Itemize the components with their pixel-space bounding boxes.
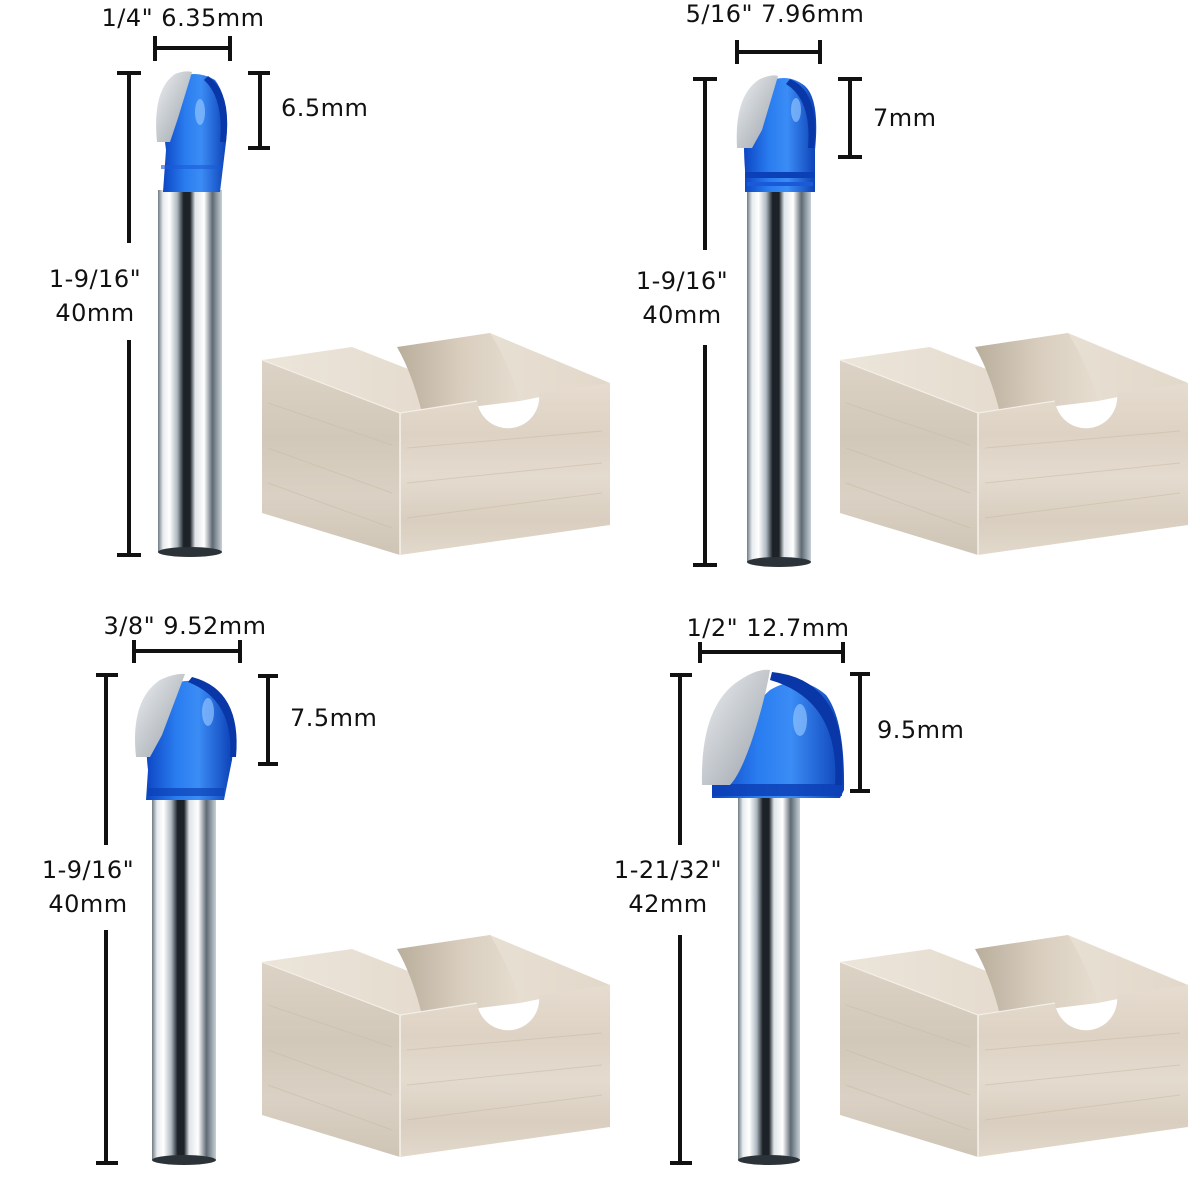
overall-length-inches: 1-9/16": [635, 267, 729, 295]
dimension-head-height-bar: [850, 672, 870, 793]
carbide-insert: [135, 673, 185, 757]
dimension-head-height-bar: [838, 77, 862, 159]
wood-sample-three-eighth-inch: [261, 934, 611, 1158]
dimension-width-bar: [698, 642, 845, 663]
cut-diameter-label: 5/16" 7.96mm: [685, 0, 865, 28]
dimension-width-bar: [735, 40, 822, 64]
overall-length-label: 1-9/16" 40mm: [49, 262, 141, 330]
bit-quarter-inch: [117, 36, 270, 557]
shank: [152, 798, 216, 1160]
overall-length-inches: 1-21/32": [613, 856, 723, 884]
carbide-insert: [736, 75, 778, 148]
cut-height-label: 9.5mm: [877, 716, 965, 744]
wood-sample-half-inch: [839, 934, 1189, 1158]
dimension-overall-length-bar: [670, 673, 692, 1165]
bit-three-eighth-inch: [96, 640, 278, 1165]
dimension-head-height-bar: [258, 674, 278, 766]
shank: [738, 795, 800, 1160]
overall-length-label: 1-9/16" 40mm: [636, 264, 728, 332]
overall-length-label: 1-9/16" 40mm: [42, 853, 134, 921]
dimension-head-height-bar: [248, 71, 270, 150]
shank: [158, 190, 222, 552]
cut-diameter-label: 1/2" 12.7mm: [686, 614, 850, 642]
bit-half-inch: [670, 642, 870, 1165]
dimension-overall-length-bar: [96, 673, 118, 1165]
overall-length-mm: 42mm: [628, 890, 708, 918]
carbide-insert: [701, 669, 770, 785]
shank: [747, 190, 811, 562]
cut-height-label: 7.5mm: [290, 704, 378, 732]
overall-length-mm: 40mm: [55, 299, 135, 327]
cut-height-label: 6.5mm: [281, 94, 369, 122]
overall-length-inches: 1-9/16": [41, 856, 135, 884]
dimension-width-bar: [132, 640, 242, 663]
cut-diameter-label: 1/4" 6.35mm: [101, 4, 265, 32]
dimension-overall-length-bar: [693, 77, 717, 567]
cutter-body: [712, 682, 845, 798]
wood-sample-quarter-inch: [261, 332, 611, 556]
cut-height-label: 7mm: [873, 104, 937, 132]
overall-length-mm: 40mm: [642, 301, 722, 329]
overall-length-label: 1-21/32" 42mm: [614, 853, 722, 921]
bit-five-sixteenth-inch: [693, 40, 862, 567]
dimension-width-bar: [153, 36, 232, 61]
overall-length-inches: 1-9/16": [48, 265, 142, 293]
cut-diameter-label: 3/8" 9.52mm: [103, 612, 267, 640]
dimension-overall-length-bar: [117, 71, 141, 557]
wood-sample-five-sixteenth-inch: [839, 332, 1189, 556]
carbide-insert: [156, 71, 192, 142]
overall-length-mm: 40mm: [48, 890, 128, 918]
